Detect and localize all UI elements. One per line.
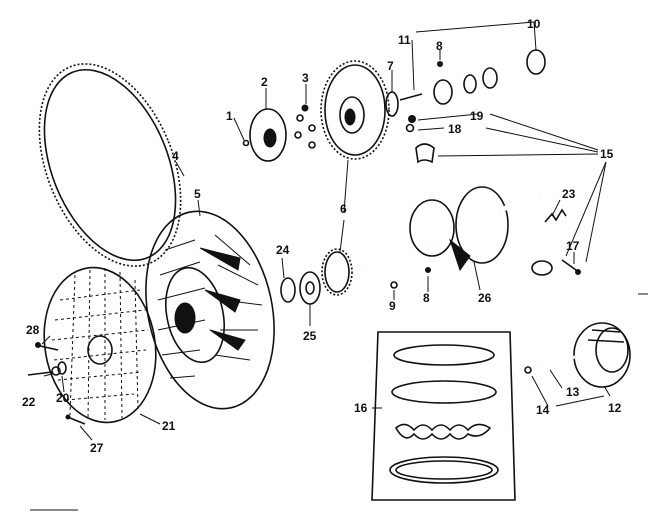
- callout-14: 14: [536, 403, 550, 417]
- callout-1: 1: [226, 109, 233, 123]
- callout-8-upper: 8: [436, 39, 443, 53]
- ring-gear: [38, 63, 182, 267]
- retainer-14: [524, 366, 532, 374]
- callout-25: 25: [303, 329, 317, 343]
- piston: [573, 322, 631, 388]
- callout-22: 22: [22, 395, 36, 409]
- part-19: [408, 115, 416, 123]
- callout-26: 26: [478, 291, 492, 305]
- piston-rings: [371, 331, 516, 501]
- camshaft: [404, 49, 546, 105]
- washer-24: [280, 277, 296, 303]
- gear-small: [321, 248, 353, 296]
- callout-7: 7: [387, 59, 394, 73]
- callout-11: 11: [398, 33, 411, 47]
- callout-9: 9: [389, 299, 396, 313]
- washer-20: [57, 361, 67, 375]
- washer-7: [385, 91, 399, 117]
- shaft-11: [399, 93, 423, 101]
- pin-9: [390, 281, 398, 289]
- callout-3: 3: [302, 71, 309, 85]
- bolt-22: [27, 366, 61, 376]
- callout-18: 18: [448, 122, 462, 136]
- callout-6: 6: [340, 202, 347, 216]
- ball-bearings: [294, 104, 316, 149]
- bolt-17: [561, 259, 581, 275]
- pin-8-lower: [425, 267, 431, 273]
- callout-17: 17: [566, 239, 580, 253]
- callout-19: 19: [470, 109, 484, 123]
- callout-16: 16: [354, 401, 368, 415]
- callout-21: 21: [162, 419, 176, 433]
- connecting-rod: [531, 260, 594, 334]
- crankshaft: [358, 186, 541, 272]
- callout-23: 23: [562, 187, 576, 201]
- part-18: [405, 123, 415, 133]
- spring-23: [544, 208, 567, 223]
- flywheel: [145, 210, 275, 410]
- callout-24: 24: [276, 243, 290, 257]
- callout-5: 5: [194, 187, 201, 201]
- plate: [249, 108, 287, 162]
- screw-28: [35, 342, 59, 351]
- callout-28: 28: [26, 323, 40, 337]
- callout-13: 13: [566, 385, 580, 399]
- bearing-cap: [415, 143, 435, 164]
- callout-15: 15: [600, 147, 614, 161]
- piston-pin-13: [541, 355, 576, 367]
- callout-4: 4: [172, 149, 179, 163]
- pin: [242, 139, 250, 147]
- callout-10: 10: [527, 17, 541, 31]
- washer-25: [299, 271, 321, 305]
- leader-lines: [30, 21, 648, 511]
- callout-labels: 1 2 3 4 5 6 7 8 8 9 10 11 12 13 14 15 16…: [22, 17, 622, 455]
- callout-27: 27: [90, 441, 104, 455]
- callout-20: 20: [56, 391, 70, 405]
- callout-12: 12: [608, 401, 622, 415]
- callout-2: 2: [261, 75, 268, 89]
- callout-8-lower: 8: [423, 291, 430, 305]
- screw-27: [65, 414, 86, 425]
- pin-8-upper: [437, 61, 443, 67]
- rotating-screen: [43, 266, 157, 424]
- cam-gear: [320, 60, 390, 160]
